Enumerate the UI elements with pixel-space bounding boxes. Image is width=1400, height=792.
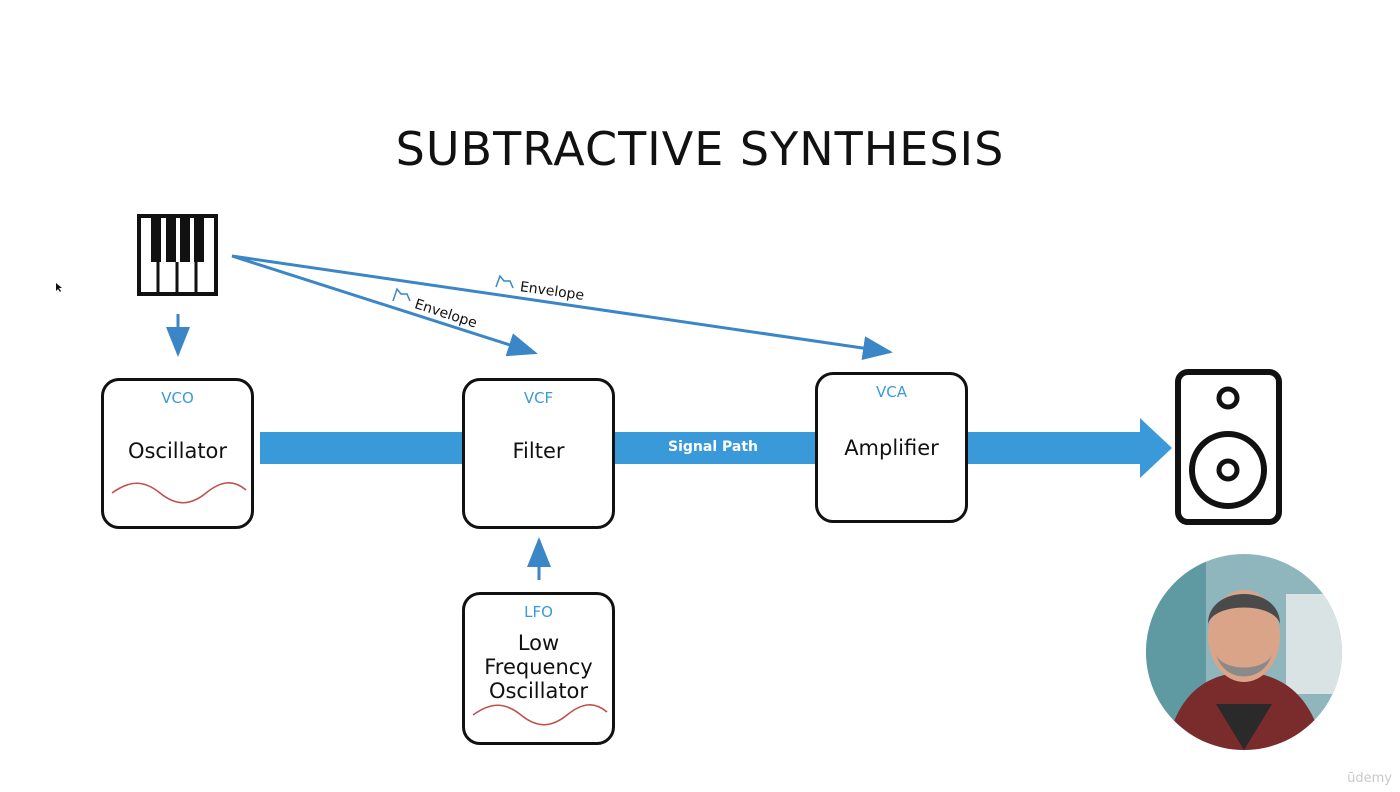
envelope-icon — [392, 287, 411, 302]
waveform-icon — [472, 704, 608, 726]
cursor-icon — [56, 283, 62, 292]
vcf-block: VCF Filter — [462, 378, 615, 529]
lfo-block: LFO Low Frequency Oscillator — [462, 592, 615, 745]
vco-tag: VCO — [161, 389, 194, 407]
vca-block: VCA Amplifier — [815, 372, 968, 523]
envelope-to-filter-arrow — [231, 254, 538, 357]
lfo-name-line: Oscillator — [488, 679, 589, 703]
vco-name: Oscillator — [127, 439, 228, 463]
lfo-name: Low Frequency Oscillator — [465, 631, 612, 703]
envelope-to-amp-arrow — [231, 254, 893, 360]
waveform-icon — [111, 482, 247, 504]
speaker-icon — [1175, 369, 1282, 525]
signal-path-label: Signal Path — [668, 439, 758, 455]
vca-tag: VCA — [876, 383, 907, 401]
slide-title: SUBTRACTIVE SYNTHESIS — [395, 122, 1005, 176]
envelope-icon — [495, 274, 514, 289]
vcf-name: Filter — [512, 439, 565, 463]
vco-block: VCO Oscillator — [101, 378, 254, 529]
signal-path-bar — [260, 418, 1172, 478]
lfo-name-line: Low — [517, 631, 560, 655]
vca-name: Amplifier — [844, 436, 939, 460]
lfo-name-line: Frequency — [484, 655, 593, 679]
vcf-tag: VCF — [523, 389, 554, 407]
keyboard-icon — [137, 214, 218, 296]
lfo-tag: LFO — [524, 603, 553, 621]
presenter-webcam — [1146, 554, 1342, 750]
watermark: ūdemy — [1347, 771, 1392, 786]
